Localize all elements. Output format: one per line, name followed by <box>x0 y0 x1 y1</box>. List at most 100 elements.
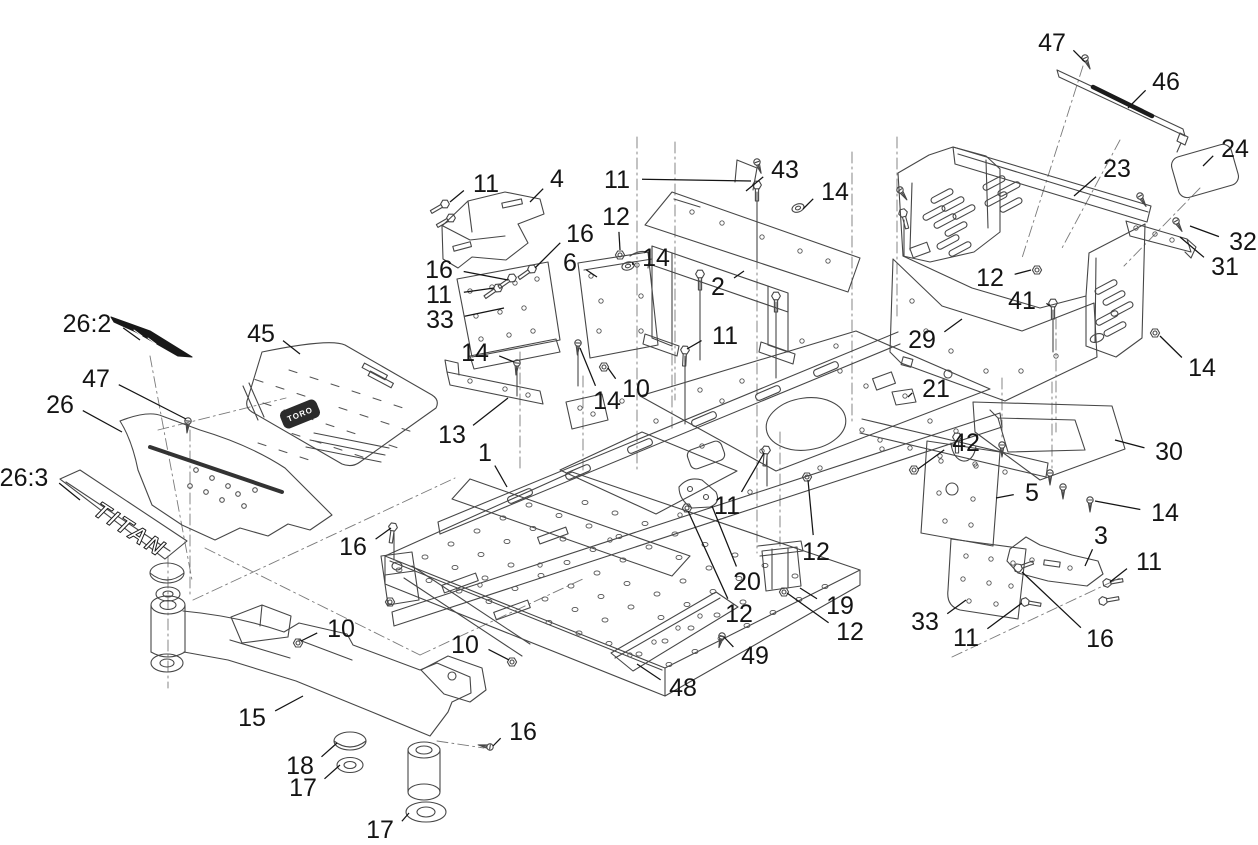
callout-leader-29 <box>943 318 963 333</box>
callout-leader-33 <box>464 307 505 317</box>
part-31-bracket <box>1125 220 1197 259</box>
titan-decal-text: TITAN <box>89 496 171 562</box>
callout-10: 10 <box>451 631 479 659</box>
callout-16: 16 <box>509 718 537 746</box>
callout-leader-47 <box>118 384 187 420</box>
callout-16: 16 <box>1086 625 1114 653</box>
callout-leader-11 <box>449 189 465 203</box>
callout-11: 11 <box>1136 548 1162 576</box>
hardware <box>183 53 1186 752</box>
callout-leader-23 <box>1073 176 1097 197</box>
callout-12: 12 <box>836 618 864 646</box>
callout-leader-16 <box>492 737 502 747</box>
callout-leader-10 <box>607 367 617 380</box>
nut-icon <box>1149 328 1161 338</box>
callout-leader-20 <box>711 505 738 567</box>
callout-15: 15 <box>238 704 266 732</box>
callout-14: 14 <box>461 339 489 367</box>
callout-14: 14 <box>1151 499 1179 527</box>
fastener-shafts <box>393 191 1054 561</box>
caster-stacks <box>149 562 447 823</box>
callout-leader-26:2 <box>122 327 141 341</box>
callout-47: 47 <box>82 365 110 393</box>
callout-leader-14 <box>498 355 515 363</box>
screw-icon <box>715 631 727 649</box>
part-19-bracket <box>757 540 804 592</box>
callout-26:2: 26:2 <box>63 310 112 338</box>
screw-icon <box>752 157 765 175</box>
callout-12: 12 <box>802 538 830 566</box>
callout-11: 11 <box>473 170 499 198</box>
callout-14: 14 <box>821 178 849 206</box>
callout-leader-11 <box>740 452 765 493</box>
callout-leader-32 <box>1189 225 1220 238</box>
callout-26: 26 <box>46 391 74 419</box>
bolt-icon <box>897 207 912 231</box>
callout-11: 11 <box>953 624 979 652</box>
callout-leader-14 <box>631 262 634 266</box>
screw-icon <box>1059 483 1067 500</box>
mat-texture <box>254 369 411 461</box>
callout-17: 17 <box>366 816 394 844</box>
callout-20: 20 <box>733 568 761 596</box>
callout-leader-11 <box>986 602 1023 630</box>
callout-leader-1 <box>494 465 508 488</box>
callout-26:3: 26:3 <box>0 464 48 492</box>
callout-leader-17 <box>401 812 410 822</box>
screw-icon <box>1135 191 1150 209</box>
callout-leader-49 <box>723 636 734 648</box>
callout-17: 17 <box>289 774 317 802</box>
callout-5: 5 <box>1025 479 1039 507</box>
part-20-latch <box>678 478 719 509</box>
bolt-icon <box>385 522 399 545</box>
part-23-engine-guard <box>897 146 1152 358</box>
callout-leader-12 <box>618 231 621 251</box>
vent-louvers <box>922 175 1134 337</box>
part-15-axle <box>182 604 487 737</box>
line-art: TORO TITAN <box>59 53 1240 823</box>
callout-11: 11 <box>712 322 738 350</box>
part-1-frame <box>380 330 1049 657</box>
callout-11: 11 <box>604 166 630 194</box>
part-5-bracket <box>920 440 1001 547</box>
callout-leader-11 <box>686 339 702 350</box>
callout-leader-43 <box>745 176 764 192</box>
callout-leader-2 <box>733 270 745 279</box>
callout-30: 30 <box>1155 438 1183 466</box>
callout-19: 19 <box>826 592 854 620</box>
callout-41: 41 <box>1008 287 1036 315</box>
callout-42: 42 <box>952 429 980 457</box>
callout-leader-10 <box>488 648 510 661</box>
callout-leader-24 <box>1202 155 1214 167</box>
callout-31: 31 <box>1211 253 1239 281</box>
callout-24: 24 <box>1221 135 1249 163</box>
callout-leader-14 <box>1159 335 1183 358</box>
callout-21: 21 <box>922 375 950 403</box>
nut-icon <box>1031 265 1043 275</box>
callout-33: 33 <box>426 306 454 334</box>
washer-icon <box>790 201 806 215</box>
callout-10: 10 <box>622 375 650 403</box>
part-13-rail <box>444 359 544 405</box>
part-26-heat-shield <box>119 413 333 541</box>
callout-6: 6 <box>563 249 577 277</box>
callout-leader-33 <box>946 599 967 615</box>
callout-14: 14 <box>642 244 670 272</box>
nut-icon <box>778 587 790 597</box>
part-46-strip <box>1056 69 1189 153</box>
callout-leader-16 <box>534 242 561 269</box>
bolt-icon <box>1101 575 1125 589</box>
callout-16: 16 <box>425 256 453 284</box>
callout-leader-16 <box>1021 571 1082 629</box>
callout-16: 16 <box>566 220 594 248</box>
callout-11: 11 <box>714 492 740 520</box>
callout-leader-6 <box>585 269 598 278</box>
callout-12: 12 <box>976 264 1004 292</box>
bolt-icon <box>1097 593 1121 607</box>
bolt-icon <box>495 271 519 292</box>
callout-43: 43 <box>771 156 799 184</box>
callout-leader-14 <box>1094 500 1141 511</box>
callout-leader-12 <box>807 479 814 536</box>
shield-holes <box>187 467 258 509</box>
